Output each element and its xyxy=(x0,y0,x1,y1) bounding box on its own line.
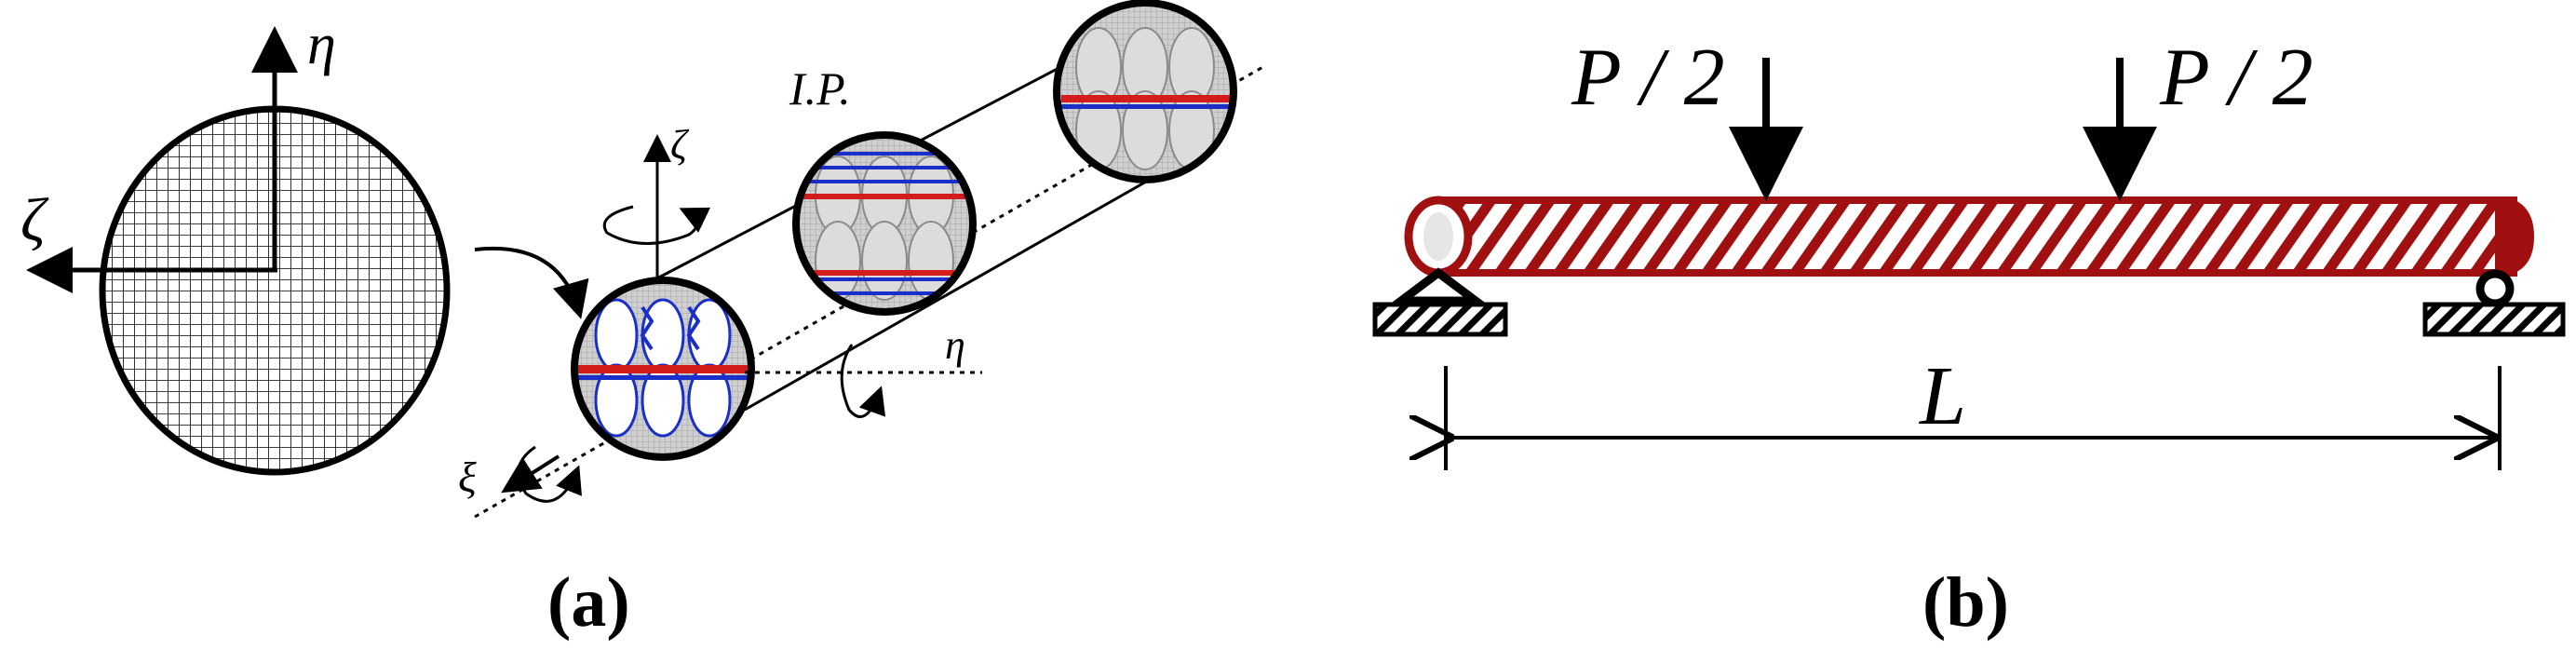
xi-direction-arrow xyxy=(501,454,560,494)
cross-section-eta-label: η xyxy=(307,13,336,76)
roller-support xyxy=(2475,269,2515,308)
beam-body xyxy=(1435,196,2517,277)
cross-section-zeta-label: ζ xyxy=(20,186,49,254)
mapping-arrow xyxy=(474,246,589,319)
ground-right xyxy=(2422,302,2566,337)
pin-support xyxy=(1388,267,1489,305)
section-outline-1 xyxy=(571,277,755,461)
beam-left-end-hole xyxy=(1423,212,1453,261)
ground-left xyxy=(1372,302,1508,337)
integration-points-label: I.P. xyxy=(789,62,851,115)
rotation-zeta-icon xyxy=(602,205,711,245)
integration-point-section xyxy=(796,135,973,312)
panel-b: P / 2 P / 2 L (b) xyxy=(1372,33,2566,642)
integration-point-section xyxy=(574,280,751,457)
rotation-eta-icon xyxy=(840,344,886,418)
span-label: L xyxy=(1918,350,1966,442)
beam-xi-label: ξ xyxy=(458,453,477,501)
beam-eta-label: η xyxy=(945,322,965,368)
section-outline-2 xyxy=(792,131,977,316)
beam-right-end xyxy=(2494,196,2535,277)
panel-a-caption: (a) xyxy=(547,563,630,642)
load-label-left: P / 2 xyxy=(1571,33,1725,123)
integration-point-section xyxy=(1057,3,1234,180)
panel-b-caption: (b) xyxy=(1922,563,2009,642)
section-outline-3 xyxy=(1053,0,1237,183)
beam-zeta-label: ζ xyxy=(670,122,690,168)
load-label-right: P / 2 xyxy=(2159,33,2313,123)
panel-a: η ζ xyxy=(20,0,1267,642)
